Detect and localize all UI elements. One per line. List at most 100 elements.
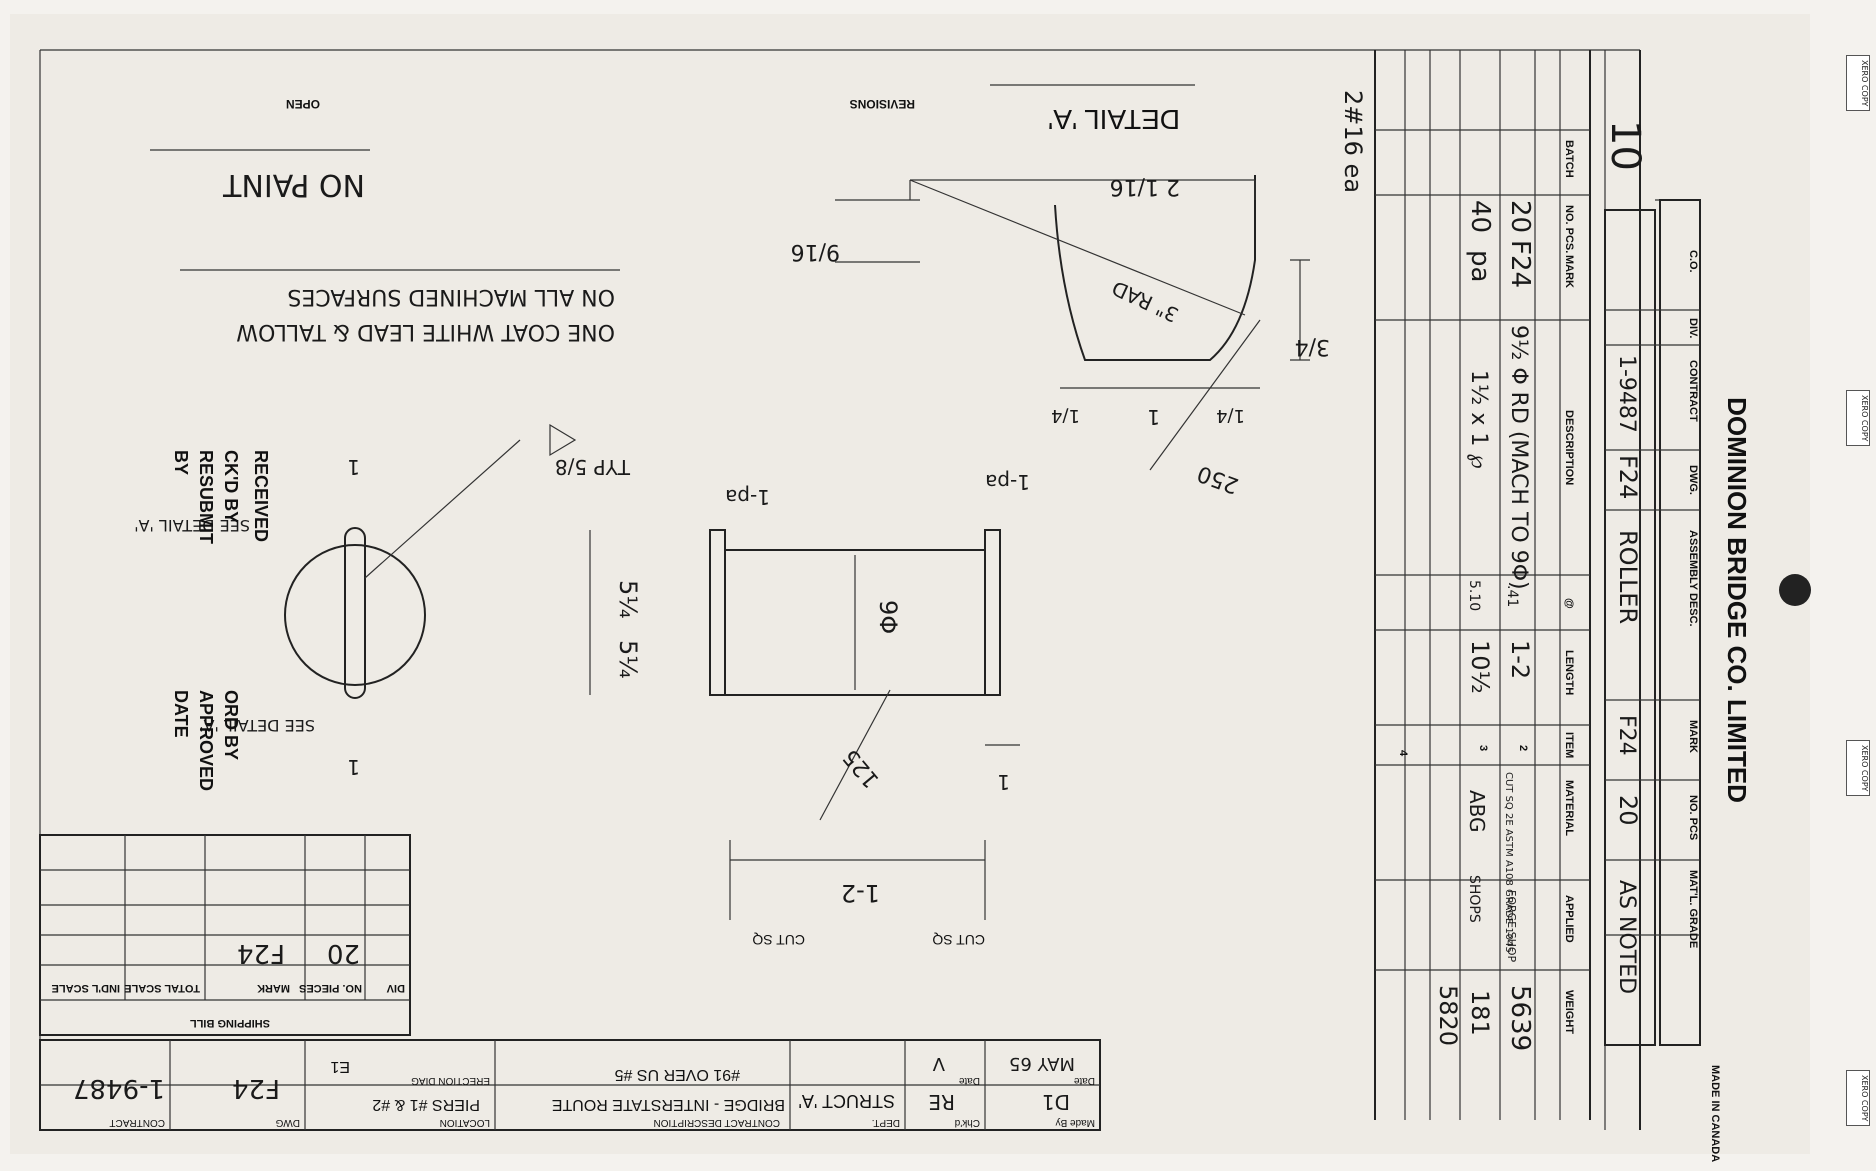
- detail-a-profile: [1054, 175, 1256, 361]
- stamp-ord-by: ORD BY: [221, 690, 241, 760]
- item-4-label: 4: [1397, 750, 1409, 757]
- plate-label-left: 1-pa: [725, 485, 770, 509]
- row2-item: 3: [1477, 745, 1489, 751]
- ship-indl-header: IND'L SCALE: [52, 982, 120, 994]
- weld-leader: [364, 439, 521, 579]
- ship-mark-value: F24: [237, 938, 285, 968]
- roller-end-plate-right: [984, 529, 1001, 696]
- date-value: MAY 65: [1009, 1053, 1075, 1074]
- detail-a-title: DETAIL 'A': [1048, 104, 1180, 135]
- div-header: DIV.: [1687, 318, 1699, 338]
- contract-value-footer: 1-9487: [73, 1073, 165, 1103]
- row2-material: ABG: [1465, 790, 1489, 833]
- binder-hole: [1779, 574, 1811, 606]
- contract-desc-line1: BRIDGE - INTERSTATE ROUTE: [552, 1096, 785, 1113]
- end-view: TYP 5/8 1 1 SEE DETAIL 'A' SEE DETAIL 'A…: [134, 423, 631, 779]
- end-mark-top: 1: [347, 455, 360, 479]
- erection-value: E1: [330, 1058, 350, 1075]
- mark-header: MARK: [1687, 720, 1699, 753]
- detail-quarter-left: 1/4: [1051, 405, 1080, 426]
- assembly-value: ROLLER: [1614, 530, 1642, 624]
- ship-pieces-header: NO. PIECES: [299, 982, 362, 994]
- chkd-label: Chk'd: [955, 1117, 980, 1128]
- ship-total-header: TOTAL SCALE: [124, 982, 200, 994]
- row2-no-pcs: 40: [1465, 200, 1495, 233]
- footer-block: Made By D1 Date MAY 65 Chk'd RE Date V D…: [39, 1039, 1101, 1131]
- ship-pieces-value: 20: [327, 938, 360, 968]
- no-paint-note: NO PAINT: [222, 167, 365, 202]
- coat-note-line2: ON ALL MACHINED SURFACES: [287, 284, 615, 309]
- company-name: DOMINION BRIDGE CO. LIMITED: [1722, 397, 1752, 803]
- made-in-label: MADE IN CANADA: [1709, 1065, 1721, 1162]
- half-length-lower: 5¼: [614, 640, 642, 679]
- end-view-circle: [284, 544, 426, 686]
- row2-applied: SHOPS: [1466, 875, 1482, 923]
- stamp-by: BY: [171, 450, 191, 475]
- no-pcs-header: NO. PCS: [1687, 795, 1699, 840]
- plate-label-right: 1-pa: [985, 470, 1030, 494]
- matl-grade-value: AS NOTED: [1614, 880, 1639, 994]
- material-header: MATERIAL: [1563, 780, 1575, 836]
- roller-length: 1-2: [841, 879, 880, 907]
- assembly-header: ASSEMBLY DESC.: [1687, 530, 1699, 627]
- see-detail-upper: SEE DETAIL 'A': [134, 516, 250, 535]
- roller-end-plate-left: [709, 529, 726, 696]
- dwg-label: DWG: [275, 1117, 300, 1128]
- detail-dim-height: 9/16: [791, 239, 840, 264]
- date2-label: Date: [958, 1075, 980, 1086]
- row1-weight: 5639: [1505, 985, 1535, 1051]
- row1-length: 1-2: [1506, 640, 1534, 679]
- made-by-value: D1: [1042, 1090, 1070, 1114]
- erection-label: ERECTION DIAG: [411, 1075, 490, 1086]
- row1-applied: FORGE SHOP: [1505, 890, 1518, 963]
- at-header: @: [1563, 598, 1575, 609]
- paper: [10, 14, 1810, 1154]
- dept-value: STRUCT 'A': [798, 1091, 895, 1111]
- row1-mark: F24: [1505, 240, 1535, 288]
- see-detail-lower: SEE DETAIL 'A': [199, 716, 315, 735]
- dept-label: DEPT.: [872, 1117, 900, 1128]
- shipping-bill-title: SHIPPING BILL: [190, 1017, 270, 1029]
- coat-note-line1: ONE COAT WHITE LEAD & TALLOW: [236, 319, 615, 344]
- contract-value: 1-9487: [1614, 355, 1639, 433]
- matl-grade-header: MAT'L. GRADE: [1687, 870, 1699, 948]
- row1-at: .41: [1504, 585, 1520, 607]
- detail-quarter-right: 1/4: [1216, 405, 1245, 426]
- dwg-value-footer: F24: [232, 1073, 280, 1103]
- description-header: DESCRIPTION: [1563, 410, 1575, 485]
- row2-length: 10½: [1466, 640, 1494, 694]
- row2-description: 1½ x 1 ℘: [1466, 370, 1491, 469]
- weld-symbol: [549, 423, 577, 457]
- title-values-box: [1604, 209, 1656, 1046]
- notes: NO PAINT ONE COAT WHITE LEAD & TALLOW ON…: [150, 149, 620, 344]
- applied-header: APPLIED: [1563, 895, 1575, 943]
- dwg-header: DWG.: [1687, 465, 1699, 495]
- weld-typ: TYP 5/8: [555, 455, 631, 479]
- stamp-approved: APPROVED: [196, 690, 216, 791]
- half-length-upper: 5¼: [614, 580, 642, 619]
- no-pcs-value: 20: [1614, 795, 1642, 826]
- date2-value: V: [932, 1053, 945, 1074]
- chkd-value: RE: [928, 1090, 955, 1114]
- location-label: LOCATION: [440, 1117, 490, 1128]
- leader-line: [909, 179, 1246, 316]
- mark-col-header: MARK: [1563, 255, 1575, 288]
- contract-desc-line2: #91 OVER US #5: [615, 1066, 741, 1083]
- row1-description: 9½ Φ RD (MACH TO 9Φ): [1506, 325, 1531, 590]
- ship-div-header: DIV: [386, 982, 405, 994]
- side-note: 2#16 ea: [1339, 90, 1367, 193]
- approval-stamp: RECEIVED CK'D BY RESUBMIT BY ORD BY APPR…: [171, 450, 271, 791]
- stamp-resubmit: RESUBMIT: [196, 450, 216, 544]
- contract-desc-label: CONTRACT DESCRIPTION: [654, 1117, 781, 1128]
- row1-material: CUT SQ 2E ASTM A108 GRADE 1045: [1503, 772, 1514, 953]
- detail-dim-width: 2 1/16: [1110, 174, 1180, 199]
- row2-mark: pa: [1465, 250, 1495, 282]
- sheet-note: 10: [1602, 120, 1648, 171]
- row2-weight: 181: [1466, 990, 1494, 1036]
- detail-dim-one: 1: [1147, 405, 1160, 429]
- stamp-received: RECEIVED: [251, 450, 271, 542]
- row1-no-pcs: 20: [1505, 200, 1535, 233]
- open-label: OPEN: [286, 97, 320, 111]
- batch-header: BATCH: [1563, 140, 1575, 178]
- roller-end-gap: 1: [997, 770, 1010, 794]
